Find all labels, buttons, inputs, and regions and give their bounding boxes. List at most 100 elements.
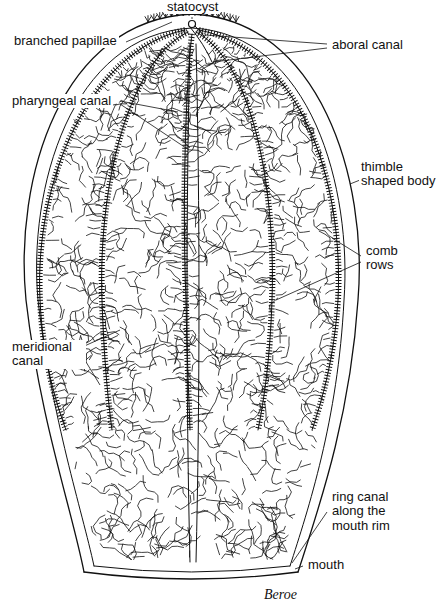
canal-branch	[100, 544, 131, 560]
canal-branch	[91, 351, 100, 355]
canal-branch	[135, 276, 138, 293]
canal-branch	[106, 310, 113, 312]
canal-branch	[222, 554, 232, 559]
canal-branch	[286, 109, 295, 114]
canal-branch	[173, 57, 185, 60]
canal-branch	[60, 397, 71, 399]
canal-branch	[116, 67, 138, 78]
canal-branch	[227, 78, 231, 81]
canal-branch	[287, 429, 302, 433]
canal-branch	[106, 298, 116, 301]
canal-branch	[297, 292, 312, 294]
canal-branch	[208, 247, 236, 254]
canal-branch	[143, 384, 152, 411]
canal-branch	[250, 183, 262, 185]
canal-branch	[227, 272, 242, 282]
canal-branch	[86, 347, 107, 358]
canal-branch	[72, 370, 89, 376]
canal-branch	[191, 107, 199, 109]
canal-branch	[190, 303, 199, 305]
canal-branch	[188, 473, 216, 479]
canal-branch	[263, 164, 284, 182]
leader-line	[213, 48, 327, 62]
canal-branch	[69, 308, 84, 329]
canal-branch	[283, 206, 293, 217]
canal-branch	[71, 155, 79, 170]
canal-branch	[79, 166, 85, 187]
canal-branch	[220, 72, 228, 77]
canal-branch	[132, 373, 141, 393]
canal-branch	[68, 423, 73, 425]
canal-branch	[196, 203, 219, 218]
canal-branch	[131, 392, 135, 417]
canal-branch	[86, 316, 101, 322]
canal-branch	[262, 141, 273, 143]
canal-branch	[97, 149, 112, 151]
comb-plates	[40, 30, 185, 430]
canal-branch	[109, 495, 118, 514]
canal-branch	[45, 308, 51, 309]
canal-branch	[106, 275, 116, 277]
papilla	[224, 13, 225, 19]
canal-branch	[175, 495, 191, 509]
canal-branch	[173, 400, 185, 402]
canal-branch	[107, 511, 130, 532]
leader-line	[295, 566, 303, 569]
canal-branch	[271, 511, 276, 535]
canal-branch	[59, 329, 79, 335]
canal-branch	[150, 514, 162, 528]
canal-branch	[297, 156, 300, 175]
canal-branch	[322, 263, 328, 285]
canal-branch	[293, 144, 297, 155]
canal-branch	[232, 47, 234, 54]
canal-branch	[185, 282, 206, 305]
canal-branch	[118, 353, 135, 373]
canal-branch	[257, 373, 262, 397]
part-label: ring canal along the mouth rim	[330, 490, 408, 533]
canal-branch	[251, 410, 258, 413]
canal-branch	[264, 147, 273, 149]
canal-branch	[202, 388, 224, 414]
canal-branch	[255, 209, 269, 223]
canal-branch	[123, 387, 149, 397]
canal-branch	[175, 48, 188, 59]
canal-branch	[255, 522, 262, 543]
canal-branch	[276, 309, 288, 314]
canal-branch	[216, 451, 226, 470]
canal-branch	[293, 357, 304, 382]
canal-branch	[227, 293, 252, 306]
canal-branch	[90, 285, 102, 295]
canal-branch	[151, 315, 155, 331]
canal-branch	[207, 50, 213, 54]
canal-branch	[256, 301, 268, 303]
canal-branch	[99, 171, 108, 173]
canal-branch	[70, 260, 73, 272]
canal-branch	[89, 176, 99, 197]
canal-branch	[215, 529, 236, 539]
canal-branch	[247, 305, 253, 319]
canal-branch	[235, 240, 259, 255]
canal-branch	[173, 79, 184, 82]
canal-branch	[313, 299, 327, 328]
canal-branch	[275, 215, 284, 229]
canal-branch	[53, 283, 61, 302]
canal-branch	[272, 87, 279, 93]
canal-branch	[223, 453, 237, 457]
canal-branch	[301, 120, 314, 129]
canal-branch	[106, 270, 114, 274]
canal-branch	[110, 152, 122, 175]
canal-branch	[237, 57, 249, 83]
canal-branch	[282, 240, 295, 251]
canal-branch	[222, 182, 229, 196]
canal-branch	[142, 515, 155, 538]
canal-branch	[58, 179, 66, 183]
canal-branch	[161, 69, 167, 101]
canal-branch	[130, 367, 135, 379]
canal-branch	[265, 540, 269, 556]
canal-branch	[280, 98, 288, 100]
canal-branch	[235, 353, 261, 371]
canal-branch	[225, 44, 228, 49]
canal-branch	[300, 199, 303, 214]
canal-branch	[226, 180, 236, 202]
caption: Beroe	[262, 587, 299, 602]
